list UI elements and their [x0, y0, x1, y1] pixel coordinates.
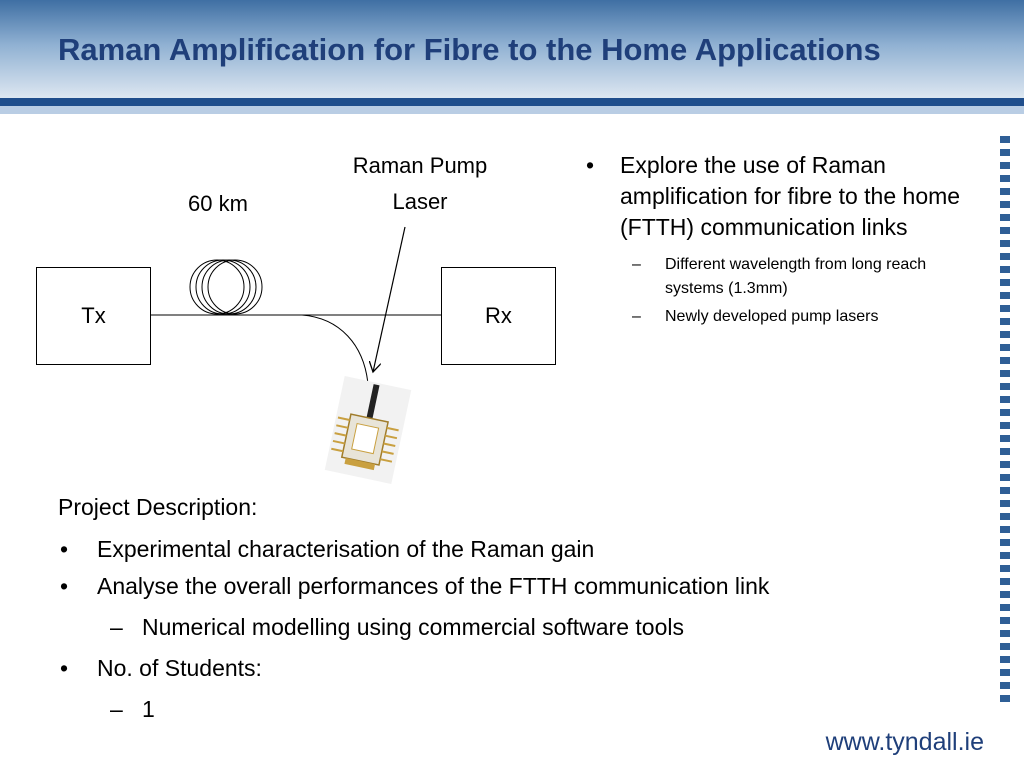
dash-marker: – [110, 696, 123, 722]
bullet-marker: • [60, 573, 69, 599]
pump-label-line2: Laser [392, 189, 448, 214]
objective-bullets: Explore the use of Raman amplification f… [586, 150, 966, 329]
pump-laser-icon [324, 375, 412, 485]
project-bullet: No. of Students: [97, 655, 262, 681]
fibre-spool-icon [189, 259, 263, 315]
pump-coupler-curve [301, 314, 369, 385]
bullet-marker: • [60, 536, 69, 562]
project-sub-bullet: Numerical modelling using commercial sof… [142, 614, 684, 640]
bullet-marker: • [60, 655, 69, 681]
footer-url[interactable]: www.tyndall.ie [825, 728, 984, 756]
project-bullet: Analyse the overall performances of the … [97, 573, 770, 599]
objective-main-bullet: Explore the use of Raman amplification f… [586, 150, 966, 243]
project-heading: Project Description: [58, 494, 258, 520]
rx-box: Rx [441, 267, 556, 365]
dash-marker: – [110, 614, 123, 640]
pump-arrow [373, 226, 406, 372]
pump-label-line1: Raman Pump [352, 153, 488, 178]
tx-label: Tx [81, 303, 106, 328]
rx-label: Rx [485, 303, 512, 328]
dotted-side-border [1000, 136, 1010, 708]
tx-box: Tx [36, 267, 151, 365]
slide-title: Raman Amplification for Fibre to the Hom… [58, 32, 881, 67]
header-divider-light [0, 106, 1024, 114]
objective-sub-bullet: Newly developed pump lasers [586, 305, 966, 329]
header-divider-dark [0, 98, 1024, 106]
project-bullet: Experimental characterisation of the Ram… [97, 536, 595, 562]
slide-header [0, 0, 1024, 98]
objective-sub-bullet: Different wavelength from long reach sys… [586, 253, 966, 301]
project-sub-bullet: 1 [142, 696, 155, 722]
distance-label: 60 km [188, 191, 248, 216]
